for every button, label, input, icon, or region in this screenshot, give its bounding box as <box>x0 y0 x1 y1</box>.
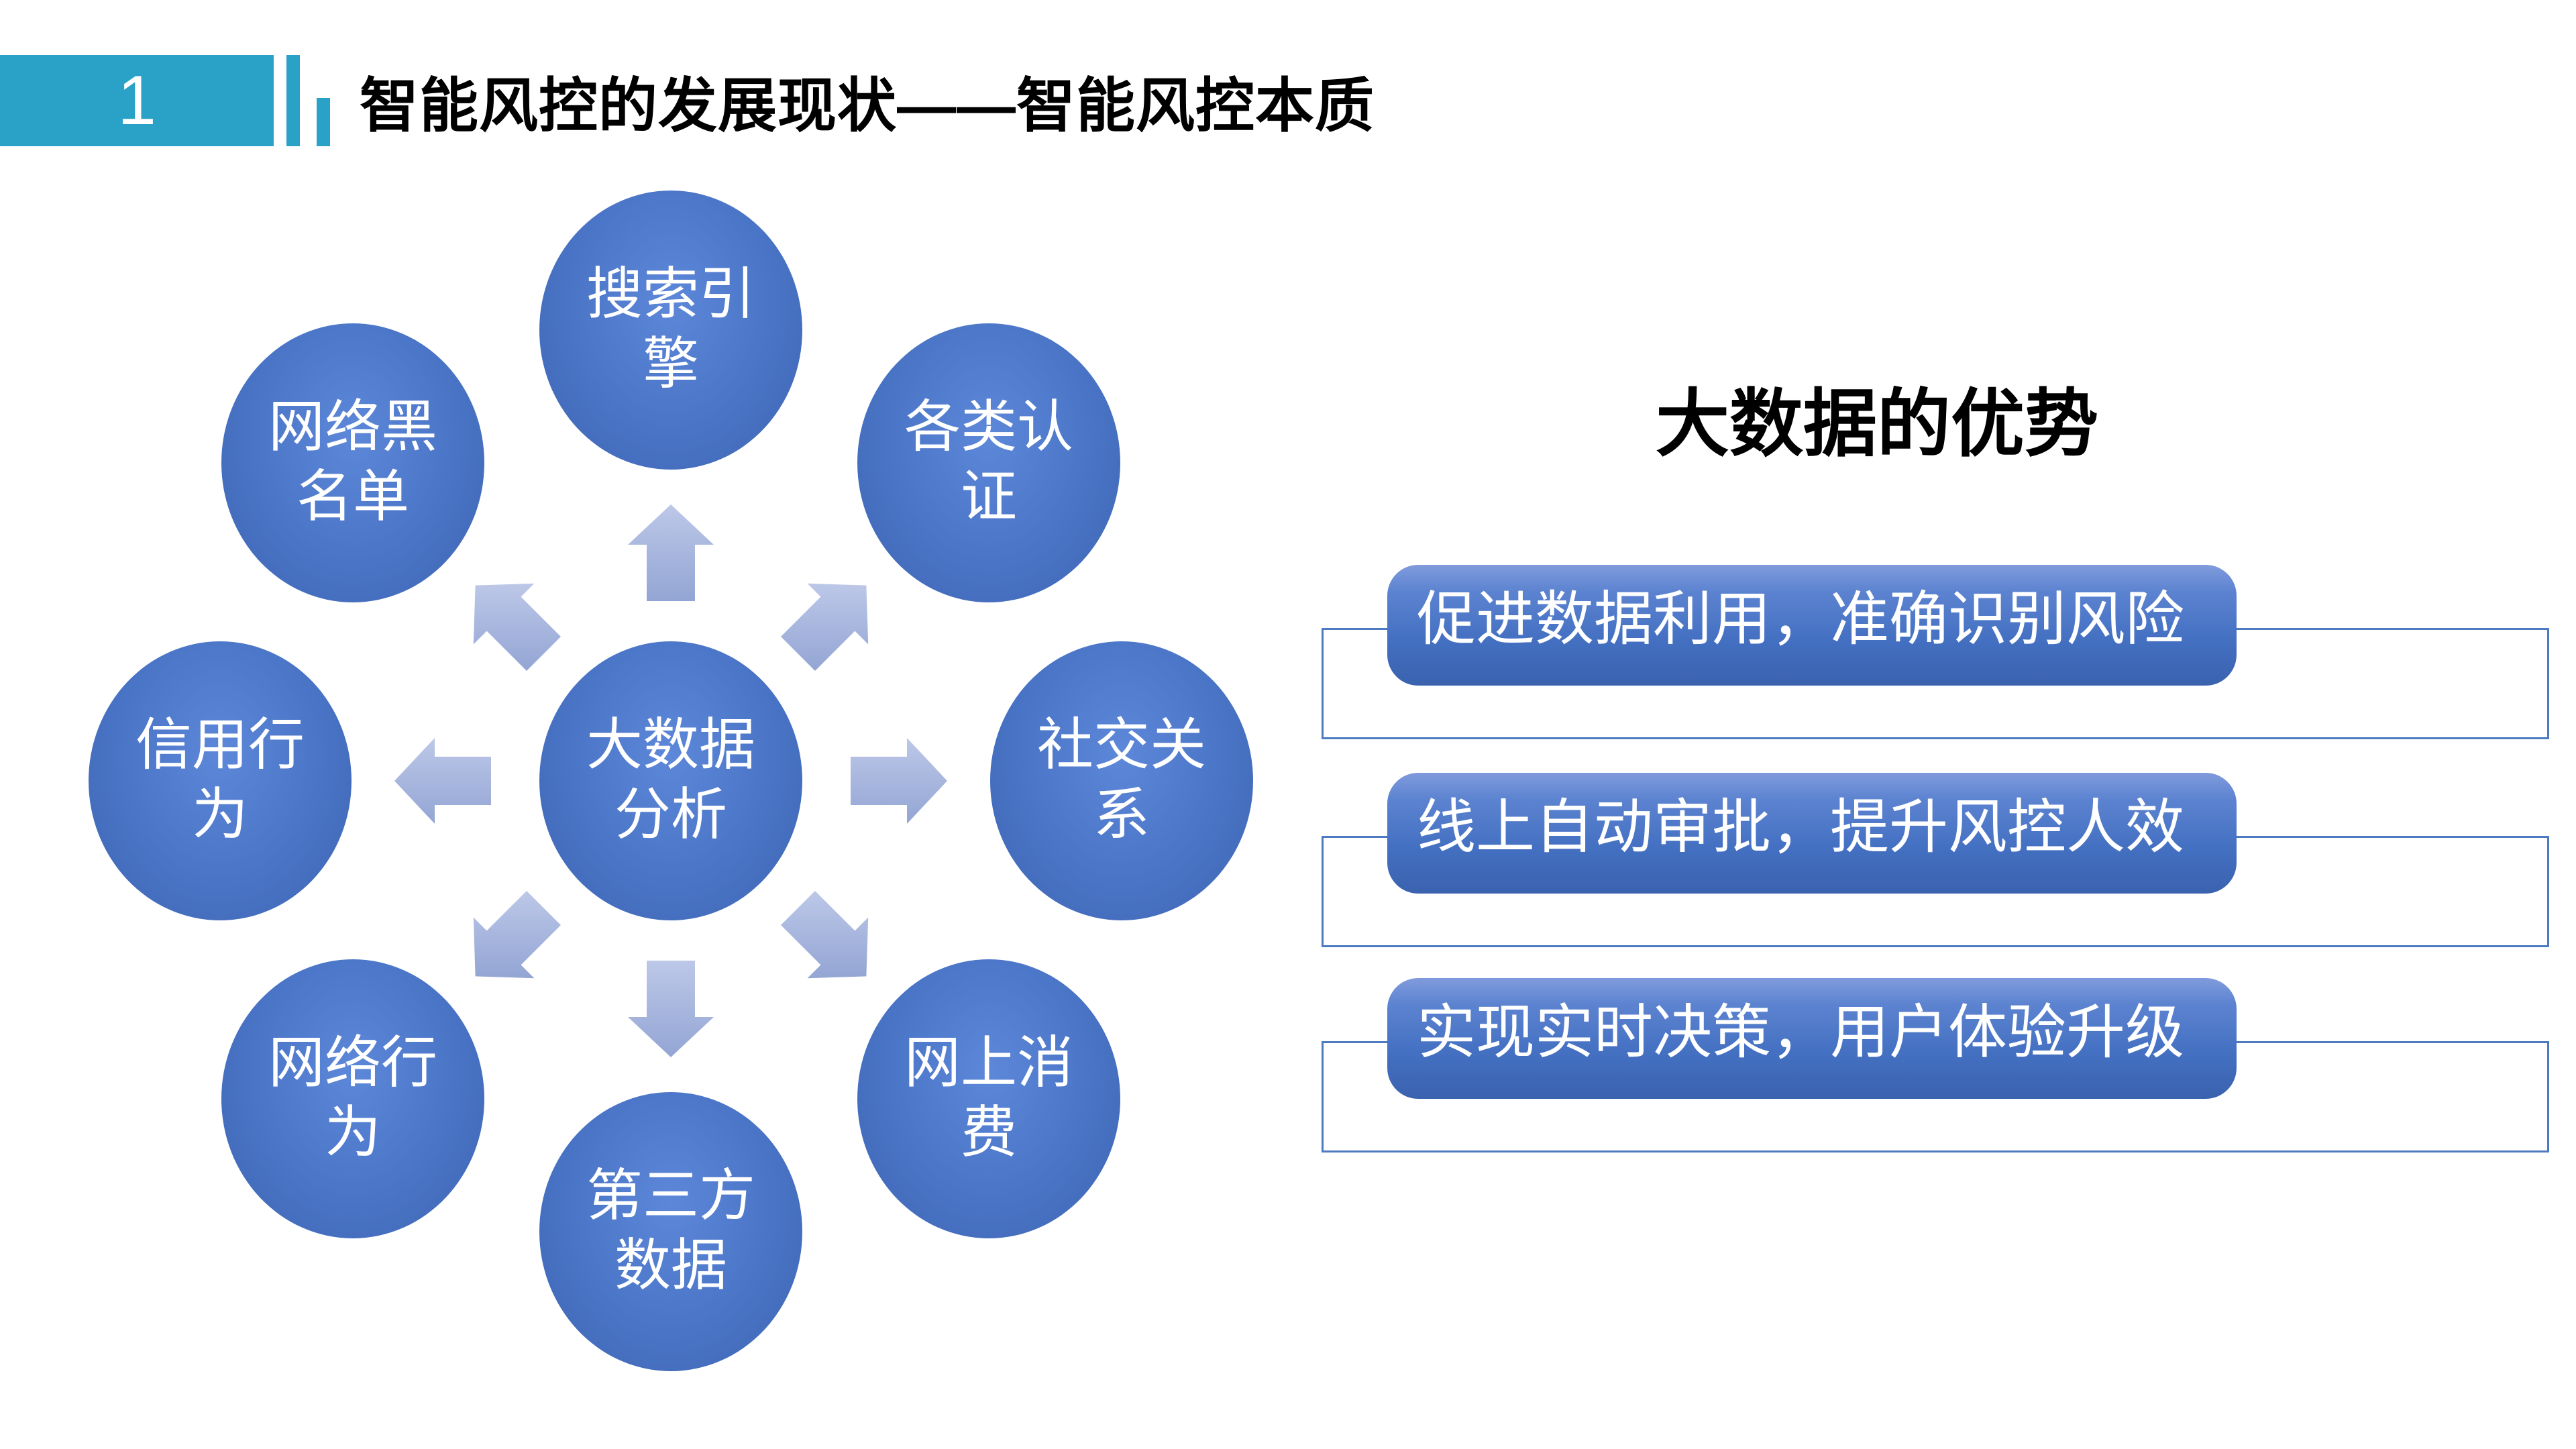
benefit-box: 促进数据利用，准确识别风险 <box>1387 565 2237 686</box>
circle-label-line: 网络行 <box>268 1032 437 1095</box>
circle-credit-behavior: 信用行 为 <box>89 641 352 920</box>
circle-label-line: 证 <box>960 466 1017 529</box>
circle-big-data-analysis: 大数据 分析 <box>539 641 802 920</box>
circle-network-blacklist: 网络黑 名单 <box>221 323 484 602</box>
benefit-box: 实现实时决策，用户体验升级 <box>1387 978 2237 1099</box>
arrow-up-left-icon <box>473 583 561 671</box>
benefit-text: 促进数据利用，准确识别风险 <box>1417 588 2185 653</box>
arrow-up-right-icon <box>781 583 869 671</box>
arrow-down-left-icon <box>473 891 561 979</box>
accent-bar-short <box>317 98 330 146</box>
circle-label-line: 系 <box>1093 784 1150 847</box>
circle-label-line: 擎 <box>642 333 699 396</box>
circle-label-line: 网络黑 <box>268 396 437 459</box>
accent-bar-tall <box>286 55 300 146</box>
benefit-text: 线上自动审批，提升风控人效 <box>1417 796 2185 861</box>
section-number-badge: 1 <box>0 55 274 146</box>
circle-label-line: 为 <box>191 784 248 847</box>
panel-title: 大数据的优势 <box>1656 383 2098 466</box>
arrow-down-icon <box>628 961 714 1057</box>
circle-label-line: 信用行 <box>135 714 305 777</box>
circle-label-line: 社交关 <box>1036 714 1206 777</box>
circle-label-line: 为 <box>324 1102 381 1165</box>
circle-label-line: 各类认 <box>904 396 1073 459</box>
circle-social-relations: 社交关 系 <box>990 641 1253 920</box>
arrow-left-icon <box>394 738 491 824</box>
circle-label-line: 分析 <box>614 784 727 847</box>
circle-label-line: 搜索引 <box>586 263 755 326</box>
circle-network-behavior: 网络行 为 <box>221 959 484 1238</box>
circle-label-line: 费 <box>960 1102 1017 1165</box>
benefit-text: 实现实时决策，用户体验升级 <box>1417 1001 2185 1066</box>
section-number: 1 <box>117 62 156 140</box>
slide-title: 智能风控的发展现状——智能风控本质 <box>360 72 1375 139</box>
arrow-right-icon <box>851 738 947 824</box>
arrow-up-icon <box>628 504 714 601</box>
circle-label-line: 大数据 <box>586 714 755 777</box>
circle-search-engine: 搜索引 擎 <box>539 191 802 470</box>
circle-label-line: 名单 <box>296 466 409 529</box>
arrow-down-right-icon <box>781 891 869 979</box>
circle-label-line: 第三方 <box>586 1165 755 1228</box>
benefit-box: 线上自动审批，提升风控人效 <box>1387 773 2237 894</box>
circle-online-consumption: 网上消 费 <box>857 959 1120 1238</box>
circle-certifications: 各类认 证 <box>857 323 1120 602</box>
circle-label-line: 网上消 <box>904 1032 1073 1095</box>
circle-label-line: 数据 <box>614 1235 727 1297</box>
circle-third-party-data: 第三方 数据 <box>539 1092 802 1371</box>
